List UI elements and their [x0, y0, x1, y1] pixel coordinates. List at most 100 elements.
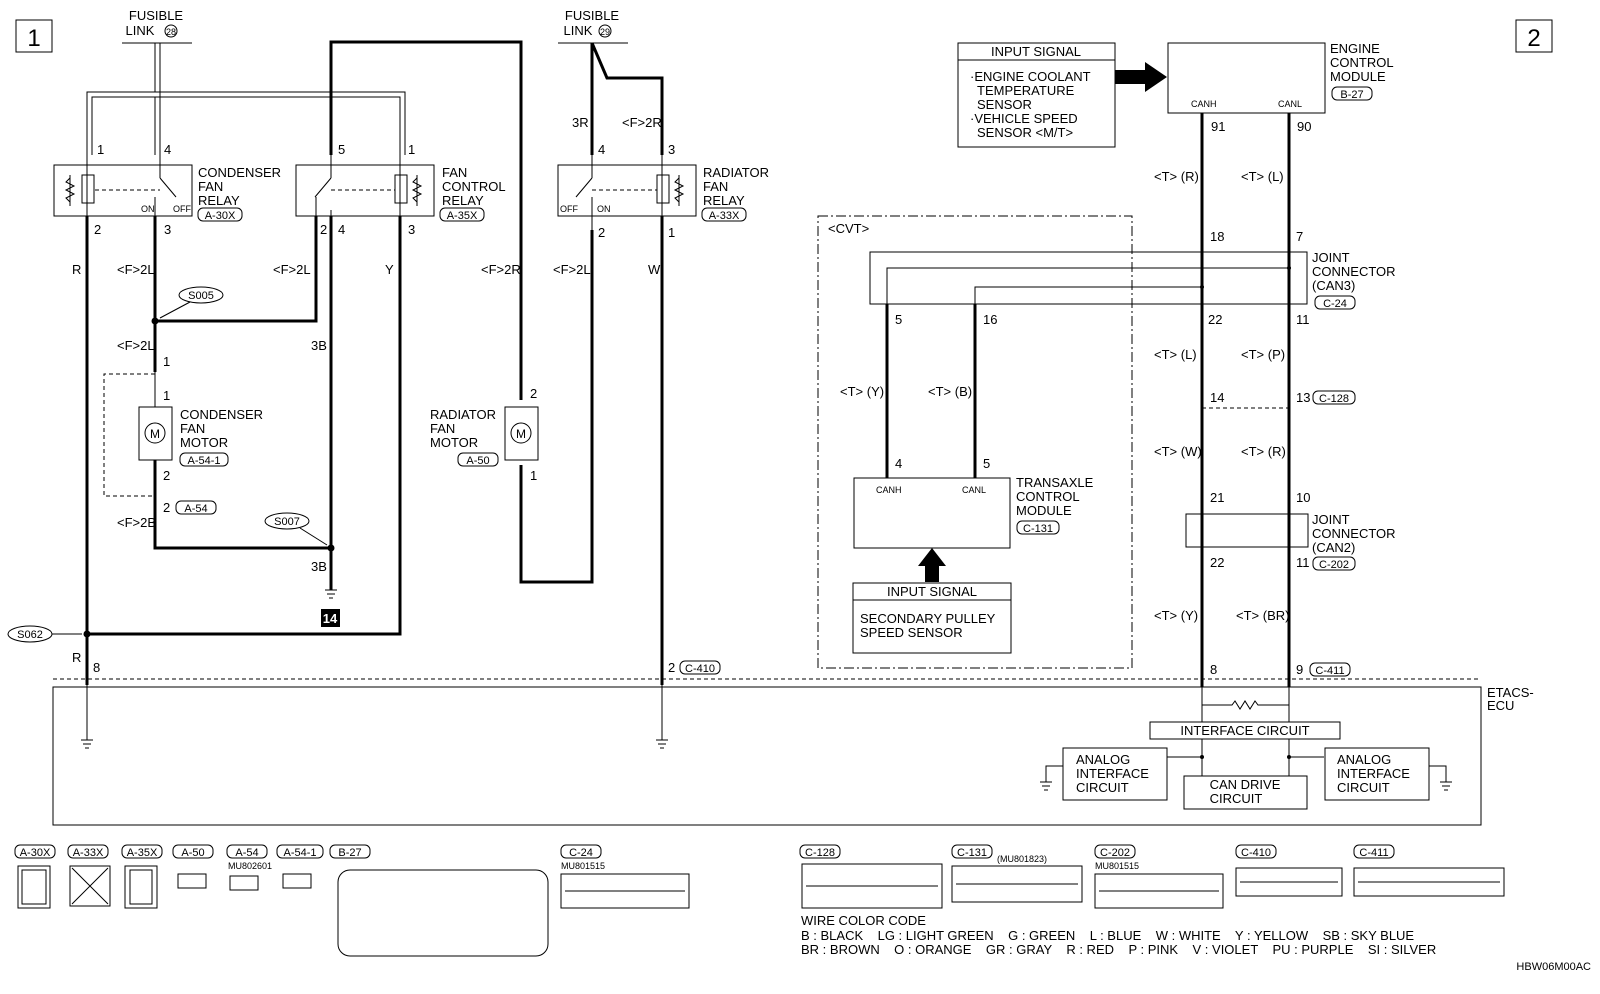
connector-b27: B-27 — [329, 844, 549, 957]
rfr-off: OFF — [560, 204, 578, 214]
wire-fan-control-feed — [329, 40, 523, 400]
cfr-conn: A-30X — [205, 210, 236, 222]
wire-label-3r: 3R — [572, 115, 589, 130]
can2-p10: 10 — [1296, 490, 1310, 505]
wire-ground-loop — [85, 216, 402, 636]
a33x-label: A-33X — [73, 847, 104, 859]
wire-label-f2r-b: <F>2R — [622, 115, 662, 130]
page-marker-1: 1 — [27, 25, 40, 52]
splice-s062: S062 — [7, 625, 82, 643]
a54-legend-label: A-54 — [235, 847, 258, 859]
s062-label: S062 — [17, 629, 43, 641]
cfr-pin2: 2 — [94, 222, 101, 237]
wire-label-f2l-c: <F>2L — [553, 262, 591, 277]
ecm-l2: CONTROL — [1330, 55, 1394, 70]
rfr-l1: RADIATOR — [703, 165, 769, 180]
cfm-conn-pin: 1 — [163, 354, 170, 369]
page-marker-2: 2 — [1527, 25, 1540, 52]
ecm-l3: MODULE — [1330, 69, 1386, 84]
fan-control-relay: 5 1 2 4 3 FAN CONTROL RELAY A-35X — [295, 142, 506, 237]
a35x-label: A-35X — [127, 847, 158, 859]
fcr-pin5: 5 — [338, 142, 345, 157]
page-marker-2-frame — [1515, 19, 1553, 53]
can2-l3: (CAN2) — [1312, 540, 1355, 555]
cfm-l3: MOTOR — [180, 435, 228, 450]
can-label-tb: <T> (B) — [928, 384, 972, 399]
rfm-pin-top: 2 — [530, 386, 537, 401]
interface-circuit: INTERFACE CIRCUIT ANALOG INTERFACE CIRCU… — [1040, 687, 1452, 810]
interface-title: INTERFACE CIRCUIT — [1180, 723, 1309, 738]
c24-label: C-24 — [569, 847, 593, 859]
c411-p9: 9 — [1296, 662, 1303, 677]
wire-label-r1: R — [72, 262, 81, 277]
can-label-ty: <T> (Y) — [1154, 608, 1198, 623]
cvt-label: <CVT> — [828, 221, 869, 236]
analog2-l2: CIRCUIT — [1337, 780, 1390, 795]
analog1-l1: INTERFACE — [1076, 766, 1149, 781]
ecm-conn: B-27 — [1340, 89, 1363, 101]
c128-p13: 13 — [1296, 390, 1310, 405]
connector-c411: C-411 — [1353, 844, 1505, 897]
ecm-p90: 90 — [1297, 119, 1311, 134]
tcm-l1: TRANSAXLE — [1016, 475, 1094, 490]
a54-part: MU802601 — [228, 861, 272, 871]
wire-label-f2l-d: <F>2L — [117, 338, 155, 353]
can-label-tr2: <T> (R) — [1241, 444, 1286, 459]
rfr-pin2: 2 — [598, 225, 605, 240]
analog1-l0: ANALOG — [1076, 752, 1130, 767]
rfr-pin1: 1 — [668, 225, 675, 240]
c131-legend-label: C-131 — [957, 847, 987, 859]
condenser-fan-motor: 1 1 M 2 2 A-54 CONDENSER FAN MOTOR A-54-… — [103, 354, 263, 548]
joint-connector-can2: 21 10 22 11 JOINT CONNECTOR (CAN2) C-202 — [1185, 490, 1396, 571]
page-marker-1-frame — [15, 19, 53, 53]
tcm-conn: C-131 — [1023, 523, 1053, 535]
can-label-tl: <T> (L) — [1241, 169, 1284, 184]
s007-label: S007 — [274, 516, 300, 528]
fcr-conn: A-35X — [447, 210, 478, 222]
connector-c128: C-128 — [799, 844, 943, 909]
can-label-tp: <T> (P) — [1241, 347, 1285, 362]
can3-p5: 5 — [895, 312, 902, 327]
connector-a30x: A-30X — [14, 844, 56, 909]
is1-title: INPUT SIGNAL — [991, 44, 1081, 59]
c410-legend-label: C-410 — [1241, 847, 1271, 859]
connector-c131: C-131 (MU801823) — [951, 844, 1083, 903]
engine-control-module: CANH CANL ENGINE CONTROL MODULE B-27 91 … — [1167, 41, 1394, 134]
motor-symbol-icon: M — [516, 427, 526, 441]
can-label-tbr: <T> (BR) — [1236, 608, 1289, 623]
fcr-pin3: 3 — [408, 222, 415, 237]
connector-a54: A-54 MU802601 — [226, 844, 272, 891]
cfr-on: ON — [141, 204, 155, 214]
wcc-title: WIRE COLOR CODE — [801, 913, 926, 928]
wire-label-3b-a: 3B — [311, 338, 327, 353]
ecm-canh: CANH — [1191, 99, 1217, 109]
analog2-l0: ANALOG — [1337, 752, 1391, 767]
rfm-l1: RADIATOR — [430, 407, 496, 422]
splice-s005: S005 — [159, 286, 224, 319]
fcr-pin2: 2 — [320, 222, 327, 237]
is1-line3: ·VEHICLE SPEED — [970, 111, 1078, 126]
cfr-l1: CONDENSER — [198, 165, 281, 180]
tcm-l2: CONTROL — [1016, 489, 1080, 504]
arrow-right-icon — [1115, 62, 1167, 92]
rfr-pin4: 4 — [598, 142, 605, 157]
can2-p11: 11 — [1296, 555, 1310, 570]
cfr-l3: RELAY — [198, 193, 240, 208]
c131-part: (MU801823) — [997, 854, 1047, 864]
connector-a33x: A-33X — [67, 844, 111, 907]
can2-l1: JOINT — [1312, 512, 1350, 527]
a54-pin: 2 — [163, 500, 170, 515]
rfm-l3: MOTOR — [430, 435, 478, 450]
can-label-ty2: <T> (Y) — [840, 384, 884, 399]
rfm-conn: A-50 — [466, 455, 489, 467]
is2-l2: SPEED SENSOR — [860, 625, 963, 640]
connector-a50: A-50 — [172, 844, 214, 889]
cfm-conn: A-54-1 — [187, 455, 220, 467]
can3-p22: 22 — [1208, 312, 1222, 327]
b27-label: B-27 — [338, 847, 361, 859]
wire-label-r2: R — [72, 650, 81, 665]
wire-label-3b-b: 3B — [311, 559, 327, 574]
wire-label-f2l-b: <F>2L — [273, 262, 311, 277]
can3-p7: 7 — [1296, 229, 1303, 244]
